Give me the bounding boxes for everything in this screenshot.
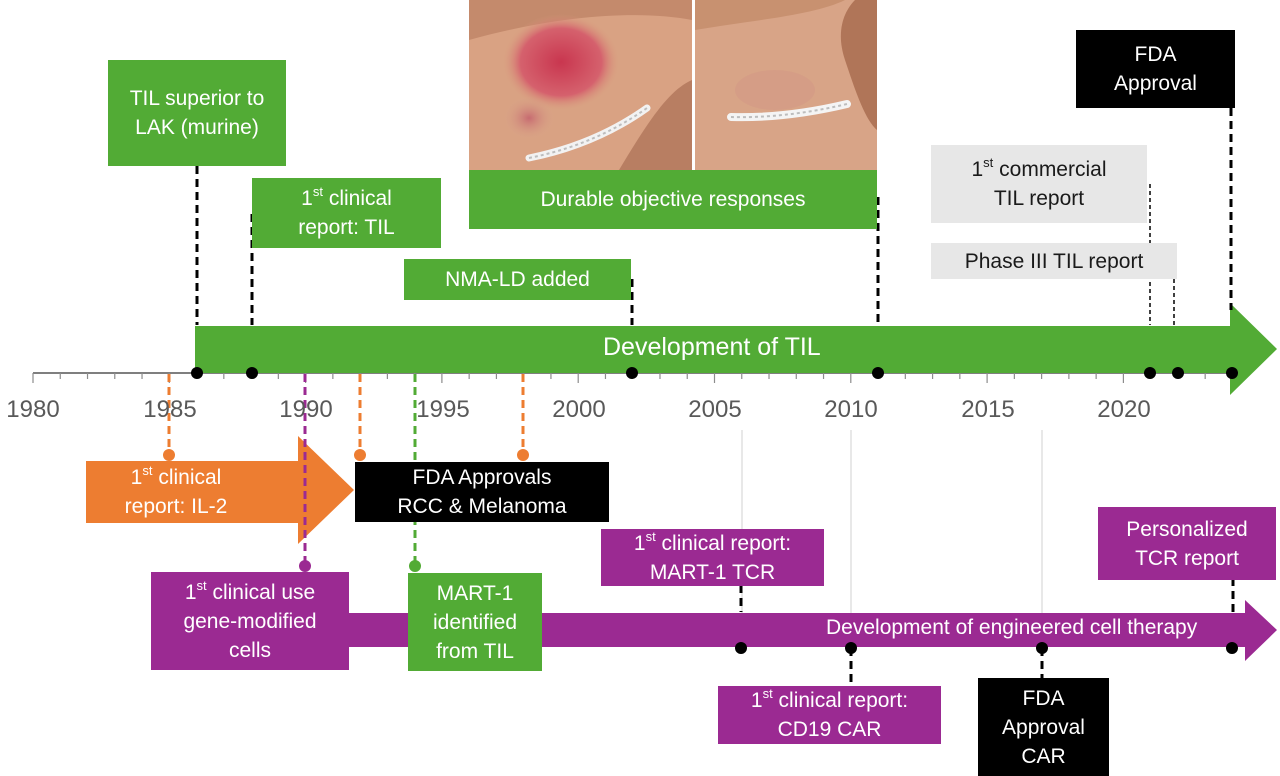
- engineered-development-arrow: [300, 600, 1277, 661]
- event-first-clinical-til-body: clinical report: TIL: [298, 187, 395, 239]
- dot-il2-first: [163, 449, 175, 461]
- event-durable: Durable objective responses: [469, 170, 877, 229]
- event-fda-til-text: FDA Approval: [1114, 43, 1197, 95]
- year-2005: 2005: [688, 396, 742, 423]
- il2-arrow: [86, 436, 354, 544]
- photo-before-graphic: [469, 0, 692, 170]
- event-phase3-til-text: Phase III TIL report: [964, 249, 1144, 273]
- year-2000: 2000: [552, 396, 606, 423]
- event-first-clinical-til-text: 1st clinical report: TIL: [298, 183, 395, 239]
- event-cd19-car-text: 1st clinical report: CD19 CAR: [750, 685, 909, 741]
- year-2020: 2020: [1097, 396, 1151, 423]
- event-commercial-til-text: 1st commercial TIL report: [971, 154, 1107, 210]
- event-il2-fda-line2: RCC & Melanoma: [397, 495, 567, 518]
- event-first-clinical-til: 1st clinical report: TIL: [252, 178, 441, 248]
- dot-eng-cd19: [845, 642, 857, 654]
- event-mart1: MART-1 identified from TIL: [408, 573, 542, 671]
- year-1985: 1985: [143, 396, 197, 423]
- event-durable-text: Durable objective responses: [540, 188, 806, 211]
- event-nma-ld: NMA-LD added: [404, 259, 631, 300]
- event-gene-modified-text: 1st clinical use gene-modified cells: [183, 577, 317, 662]
- event-il2-first-sup: st: [142, 462, 153, 478]
- dot-eng-personalized: [1226, 642, 1238, 654]
- til-development-arrow: [195, 303, 1277, 395]
- dot-til-fda: [1226, 367, 1238, 379]
- event-mart1-tcr-sup: st: [645, 528, 656, 544]
- clinical-photo-after: [695, 0, 877, 170]
- year-2010: 2010: [824, 396, 878, 423]
- dot-eng-fda-car: [1036, 642, 1048, 654]
- event-il2-first: 1st clinical report: IL-2: [86, 461, 266, 523]
- event-cd19-car-sup: st: [762, 685, 773, 701]
- event-commercial-til: 1st commercial TIL report: [931, 145, 1147, 223]
- event-personalized-tcr: Personalized TCR report: [1098, 507, 1276, 580]
- event-mart1-text: MART-1 identified from TIL: [432, 581, 518, 663]
- event-mart1-tcr: 1st clinical report: MART-1 TCR: [601, 529, 824, 586]
- event-fda-car: FDA Approval CAR: [978, 678, 1109, 776]
- event-il2-fda: FDA Approvals RCC & Melanoma: [355, 462, 609, 522]
- event-mart1-tcr-text: 1st clinical report: MART-1 TCR: [633, 528, 792, 584]
- event-lak-text: TIL superior to LAK (murine): [129, 87, 265, 139]
- event-commercial-til-sup: st: [983, 154, 994, 170]
- year-1995: 1995: [416, 396, 470, 423]
- clinical-photo-before: [469, 0, 692, 170]
- event-gene-modified: 1st clinical use gene-modified cells: [151, 572, 349, 670]
- year-1980: 1980: [6, 396, 60, 423]
- dot-til-phase3: [1172, 367, 1184, 379]
- event-lak: TIL superior to LAK (murine): [108, 60, 286, 166]
- event-nma-ld-text: NMA-LD added: [445, 268, 590, 291]
- dot-til-commercial: [1144, 367, 1156, 379]
- event-first-clinical-til-sup: st: [312, 183, 323, 199]
- dot-mart1: [409, 560, 421, 572]
- event-il2-first-text: 1st clinical report: IL-2: [124, 462, 228, 518]
- event-personalized-tcr-text: Personalized TCR report: [1126, 517, 1248, 570]
- event-commercial-til-body: commercial TIL report: [993, 158, 1107, 210]
- dot-il2-fda-b: [517, 449, 529, 461]
- til-arrow-label: Development of TIL: [603, 333, 821, 361]
- dot-til-first: [246, 367, 258, 379]
- event-il2-fda-line1: FDA Approvals: [412, 466, 552, 489]
- event-mart1-tcr-body: clinical report: MART-1 TCR: [649, 531, 792, 584]
- event-cd19-car: 1st clinical report: CD19 CAR: [718, 686, 941, 744]
- event-fda-til: FDA Approval: [1076, 30, 1235, 108]
- event-il2-first-body: clinical report: IL-2: [124, 466, 228, 518]
- photo-after-graphic: [695, 0, 877, 170]
- year-1990: 1990: [279, 396, 333, 423]
- event-gene-modified-body: clinical use gene-modified cells: [183, 580, 317, 662]
- dot-eng-mart1-tcr: [735, 642, 747, 654]
- year-2015: 2015: [961, 396, 1015, 423]
- dot-til-nma: [626, 367, 638, 379]
- engineered-arrow-label: Development of engineered cell therapy: [826, 616, 1198, 639]
- event-fda-car-text: FDA Approval CAR: [1002, 686, 1085, 768]
- event-cd19-car-body: clinical report: CD19 CAR: [777, 689, 909, 741]
- event-gene-modified-sup: st: [196, 577, 207, 593]
- event-phase3-til: Phase III TIL report: [931, 243, 1177, 279]
- dot-il2-fda-a: [354, 449, 366, 461]
- dot-til-durable: [872, 367, 884, 379]
- dot-gene-modified: [299, 560, 311, 572]
- dot-til-lak: [191, 367, 203, 379]
